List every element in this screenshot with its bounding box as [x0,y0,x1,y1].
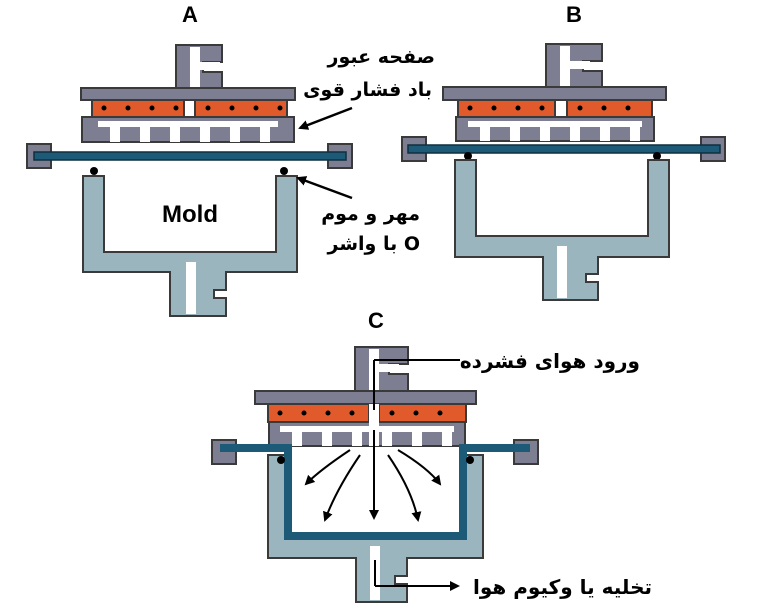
plastic-sheet-a [33,151,347,161]
mold-vent-b [557,246,567,298]
top-platen-a [80,87,296,101]
heater-b [457,99,653,118]
o-ring-right-b [653,152,661,160]
plate-label-line1: صفحه عبور [327,46,435,68]
mold-vent-a [186,262,196,314]
heater-c [267,403,467,423]
pressure-plate-b [455,116,655,142]
panel-a-letter: A [182,2,198,27]
formed-sheet-c [220,444,530,540]
o-ring-right-a [280,167,288,175]
plastic-sheet-b [407,144,721,154]
pressure-plate-c [268,404,466,447]
seal-label-line2: با واشر O [327,233,421,255]
panel-b-letter: B [566,2,582,27]
plate-label-line2: باد فشار قوی [303,79,432,101]
air-in-label: ورود هوای فشرده [460,349,640,373]
airflow-arrows [304,430,442,522]
seal-arrow [296,176,353,200]
air-inlet-pipe-b [545,43,603,89]
o-ring-left-c [277,456,285,464]
top-platen-c [254,390,477,405]
panel-c-letter: C [368,308,384,333]
plate-arrow [298,106,353,130]
top-platen-b [442,86,667,101]
vent-label: تخلیه یا وکیوم هوا [473,575,652,599]
panel-b: B [401,2,726,301]
air-inlet-pipe-c [354,346,409,393]
o-ring-left-a [90,167,98,175]
o-ring-left-b [464,152,472,160]
air-inlet-pipe-a [175,44,223,90]
heater-a [91,99,288,118]
pressure-plate-a [81,116,295,143]
panel-a: A [26,2,435,317]
seal-label-line1: مهر و موم [321,203,420,225]
panel-c: C [211,308,652,603]
mold-label: Mold [162,201,218,228]
o-ring-right-c [466,456,474,464]
